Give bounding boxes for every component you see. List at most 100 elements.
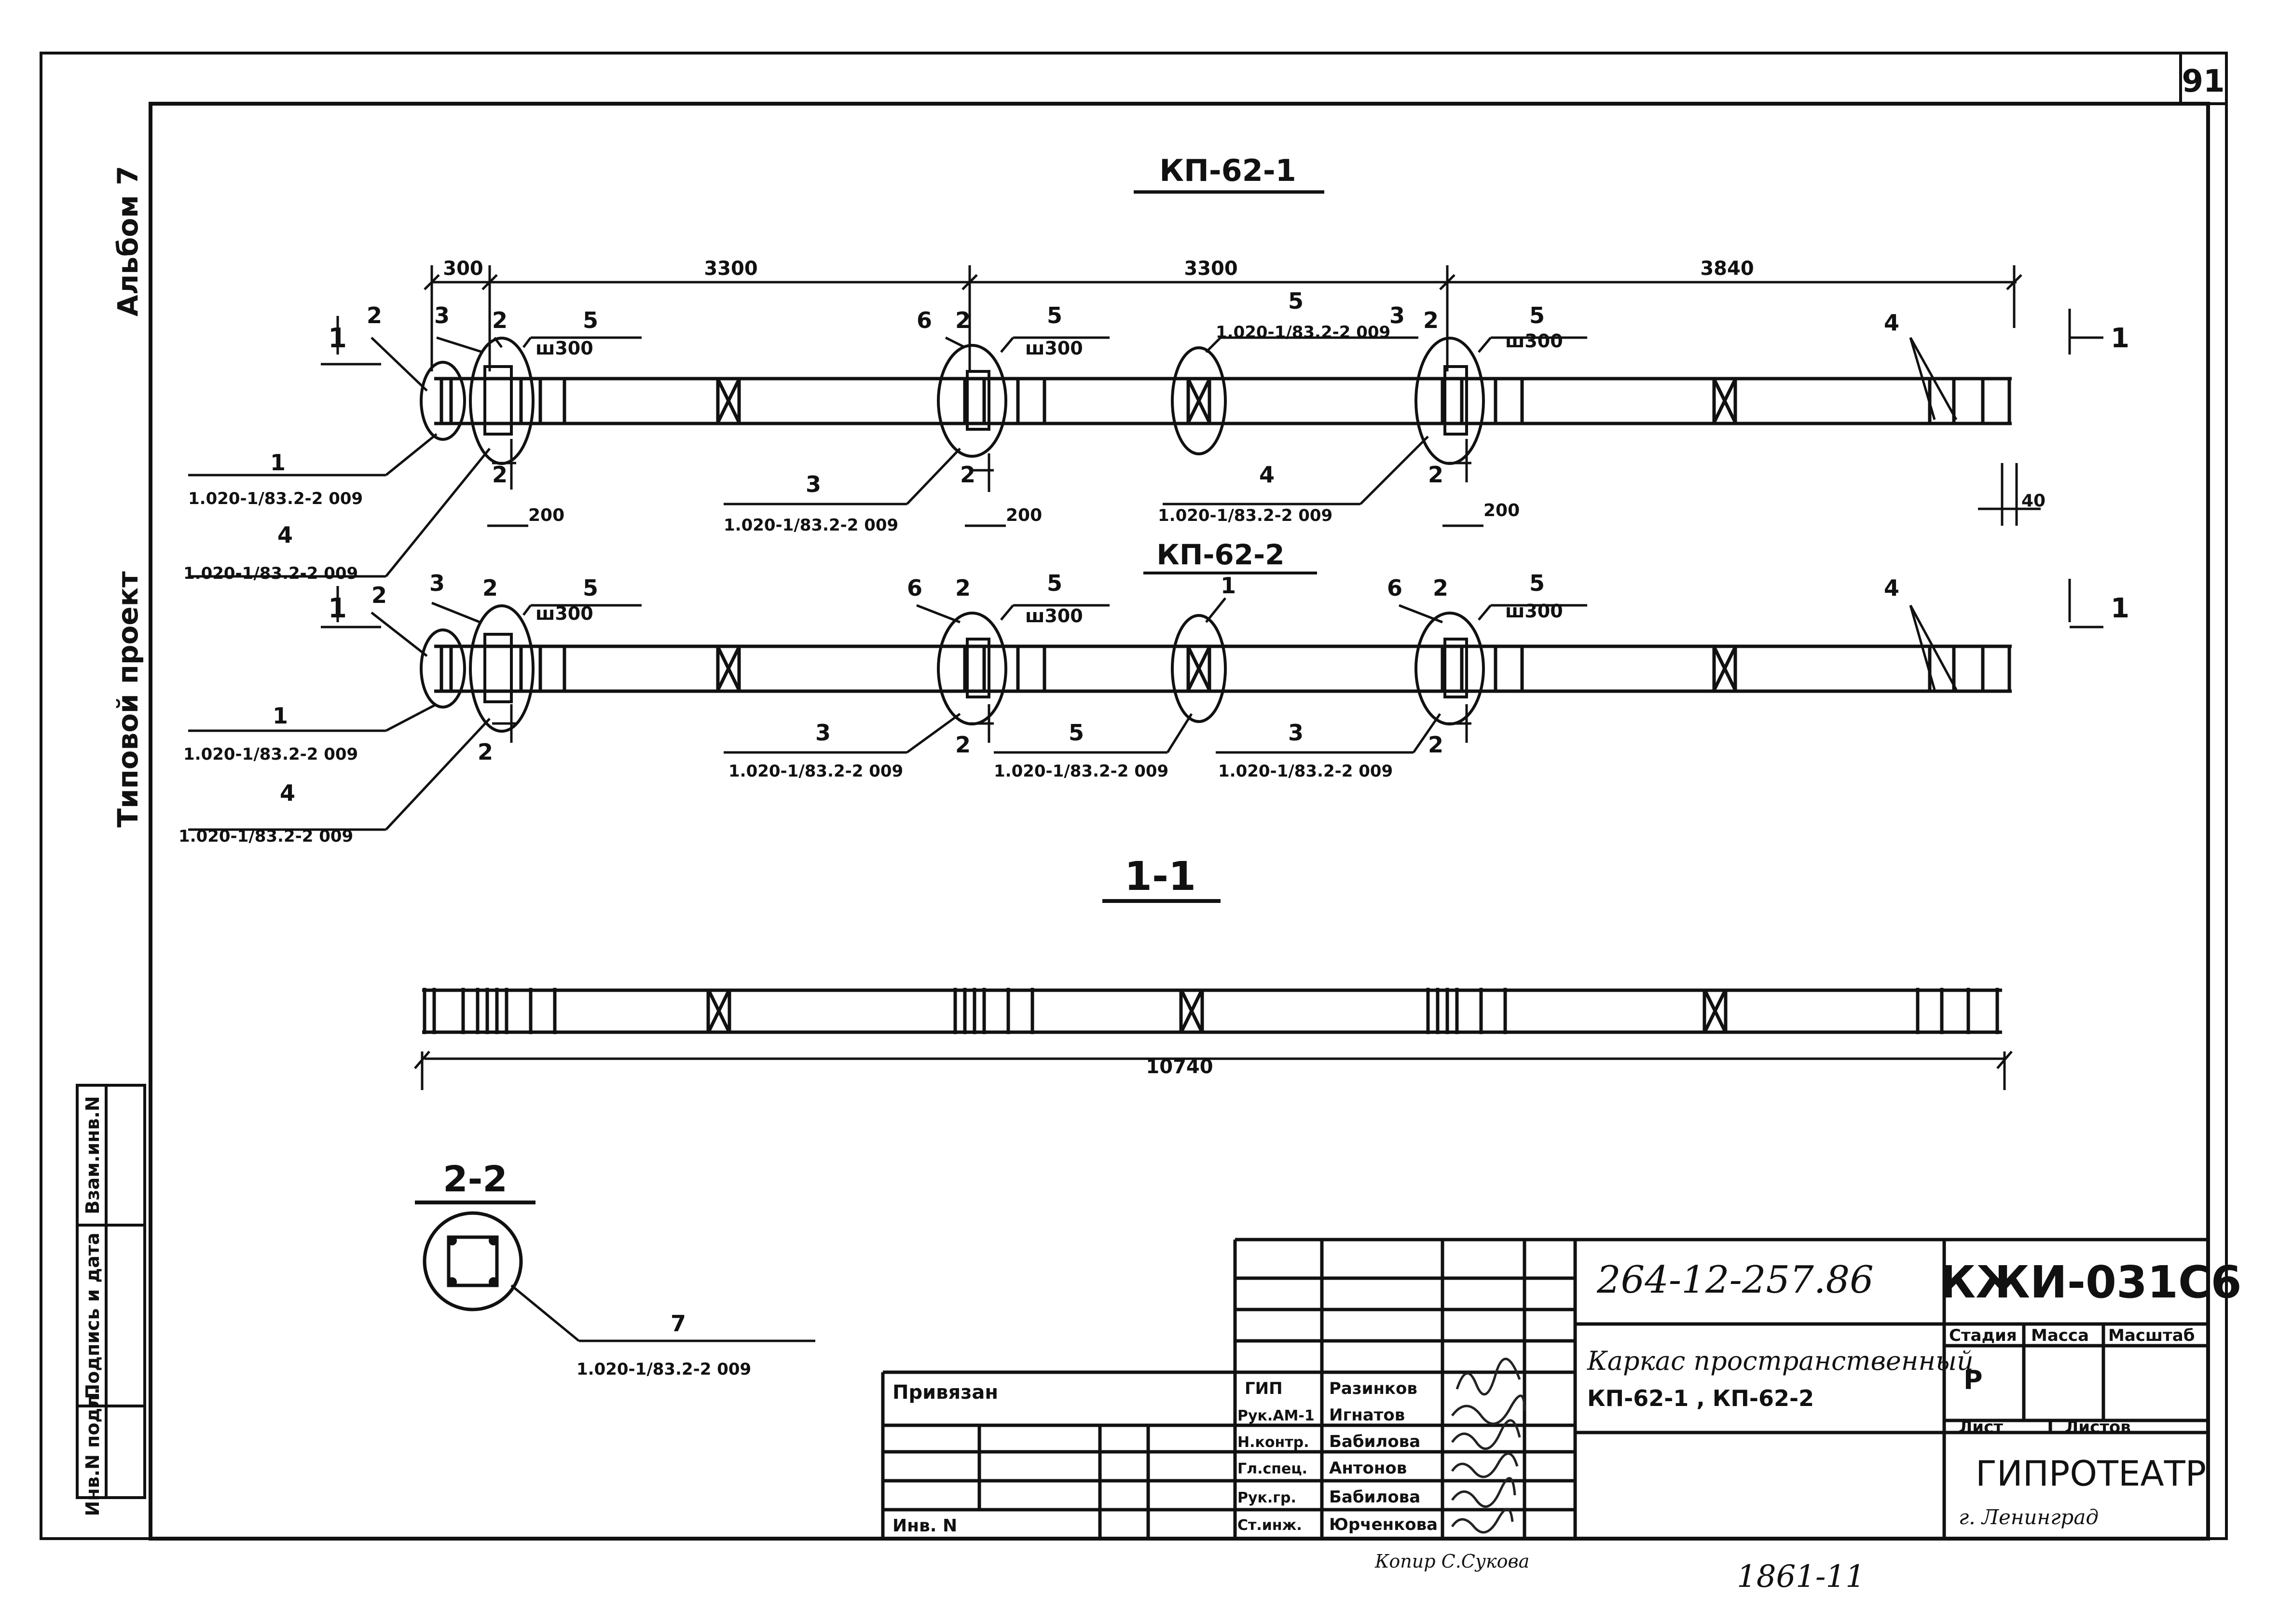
svg-text:5: 5: [1047, 570, 1062, 596]
kp1-dim-3300-a: 3300: [704, 258, 757, 280]
svg-text:5: 5: [1288, 288, 1304, 314]
album-label: Альбом 7: [111, 166, 144, 316]
kp1-ref-top: 1.020-1/83.2-2 009: [1216, 323, 1390, 342]
sec22-title: 2-2: [443, 1159, 508, 1200]
svg-text:2: 2: [955, 575, 971, 601]
kp1-annotations: [188, 309, 2103, 578]
tb-stage-label: Стадия: [1949, 1326, 2017, 1345]
svg-text:3: 3: [815, 720, 831, 746]
svg-text:4: 4: [1884, 575, 1899, 601]
sheet-number-box: [2179, 52, 2228, 105]
svg-text:3: 3: [434, 302, 450, 328]
kp2-beam: [420, 604, 2012, 733]
kp2-sh300-1: ш300: [535, 603, 593, 624]
svg-text:2: 2: [478, 739, 493, 765]
kp2-ref-1: 1.020-1/83.2-2 009: [183, 745, 358, 764]
svg-text:2: 2: [1423, 307, 1439, 333]
tb-sheets-label: Листов: [2065, 1418, 2131, 1437]
kp2-sec-mark-left: 1: [328, 593, 347, 624]
svg-text:2: 2: [492, 307, 508, 333]
staff-name-0: Разинков: [1329, 1379, 1417, 1398]
staff-role-2: Н.контр.: [1237, 1434, 1309, 1451]
tb-city: г. Ленинград: [1959, 1505, 2099, 1529]
kp2-ref-5: 1.020-1/83.2-2 009: [994, 762, 1168, 781]
sec11-total-dim: 10740: [1146, 1056, 1213, 1078]
svg-text:1: 1: [270, 450, 286, 476]
kp2-title: КП-62-2: [1156, 538, 1284, 571]
staff-name-1: Игнатов: [1329, 1406, 1405, 1425]
stamp-vzam: Взам.инв.N: [82, 1096, 103, 1214]
kp1-sh300-1: ш300: [535, 338, 593, 359]
staff-role-3: Гл.спец.: [1237, 1460, 1307, 1477]
staff-name-5: Юрченкова: [1329, 1515, 1438, 1534]
svg-text:7: 7: [671, 1310, 686, 1337]
kp1-dim-3300-b: 3300: [1184, 258, 1237, 280]
svg-text:2: 2: [1433, 575, 1448, 601]
svg-text:4: 4: [277, 522, 293, 548]
kp1-dim-300: 300: [443, 258, 483, 280]
svg-text:4: 4: [1884, 310, 1899, 336]
kp2-sh300-2: ш300: [1025, 605, 1083, 627]
kp1-beam: [420, 337, 2012, 465]
kp2-ref-3b: 1.020-1/83.2-2 009: [1218, 762, 1393, 781]
kp2-annotations: [188, 579, 2103, 831]
kp2-sh300-3: ш300: [1505, 600, 1563, 622]
sec11-title: 1-1: [1125, 854, 1196, 900]
kp2-ref-4: 1.020-1/83.2-2 009: [178, 827, 353, 846]
tb-stage-value: Р: [1963, 1365, 1983, 1395]
title-block: [881, 1238, 2208, 1539]
tb-org: ГИПРОТЕАТР: [1976, 1453, 2206, 1494]
staff-role-0: ГИП: [1245, 1379, 1283, 1398]
stamp-podpis: Подпись и дата: [82, 1232, 103, 1399]
tb-subtitle: КП-62-1 , КП-62-2: [1587, 1385, 1814, 1411]
tb-title: Каркас пространственный: [1587, 1346, 1974, 1376]
svg-text:2: 2: [371, 582, 387, 608]
kp1-dim-40: 40: [2021, 491, 2046, 511]
staff-name-4: Бабилова: [1329, 1488, 1420, 1507]
svg-text:5: 5: [1069, 720, 1084, 746]
kp1-title: КП-62-1: [1159, 153, 1296, 188]
tb-drawing-code: КЖИ-031С6: [1939, 1256, 2242, 1308]
svg-text:2: 2: [367, 302, 382, 328]
staff-role-4: Рук.гр.: [1237, 1489, 1296, 1506]
kp2-ref-3: 1.020-1/83.2-2 009: [728, 762, 903, 781]
svg-text:6: 6: [907, 575, 922, 601]
kp1-dim-200-a: 200: [528, 505, 564, 525]
svg-text:6: 6: [1387, 575, 1402, 601]
svg-text:2: 2: [492, 462, 508, 488]
tb-sheet-label: Лист: [1959, 1418, 2003, 1437]
sec22-ref-7: 1.020-1/83.2-2 009: [577, 1360, 751, 1379]
kp1-ref-4: 1.020-1/83.2-2 009: [183, 564, 358, 583]
kp1-ref-3: 1.020-1/83.2-2 009: [724, 516, 898, 535]
kp1-ref-4b: 1.020-1/83.2-2 009: [1158, 506, 1332, 525]
kp1-sh300-2: ш300: [1025, 338, 1083, 359]
sheet-number: 91: [2182, 64, 2224, 99]
svg-text:3: 3: [806, 471, 821, 497]
project-label: Типовой проект: [111, 571, 144, 828]
kp1-ref-1: 1.020-1/83.2-2 009: [188, 489, 363, 508]
svg-text:2: 2: [960, 462, 975, 488]
kp1-sh300-3: ш300: [1505, 330, 1563, 352]
tb-mass-label: Масса: [2031, 1326, 2089, 1345]
svg-text:3: 3: [1288, 720, 1304, 746]
kp1-dim-line: [424, 265, 2022, 371]
svg-text:5: 5: [583, 575, 598, 601]
staff-name-2: Бабилова: [1329, 1432, 1420, 1451]
footer-order: 1861-11: [1737, 1559, 1865, 1595]
svg-text:1: 1: [1221, 573, 1236, 599]
kp2-sec-mark-right: 1: [2111, 593, 2129, 624]
staff-role-1: Рук.АМ-1: [1237, 1407, 1315, 1424]
kp1-sec-mark-left: 1: [328, 323, 347, 354]
svg-text:2: 2: [1428, 462, 1443, 488]
staff-table: ГИП Разинков Рук.АМ-1 Игнатов Н.контр. Б…: [1237, 1379, 1438, 1534]
tb-inv-label: Инв. N: [892, 1516, 957, 1536]
svg-text:5: 5: [1047, 302, 1062, 328]
svg-text:5: 5: [1529, 570, 1545, 596]
staff-role-5: Ст.инж.: [1237, 1517, 1302, 1534]
svg-text:3: 3: [429, 570, 445, 596]
staff-name-3: Антонов: [1329, 1459, 1407, 1478]
stamp-inv-podl: Инв.N подл.: [82, 1388, 103, 1516]
